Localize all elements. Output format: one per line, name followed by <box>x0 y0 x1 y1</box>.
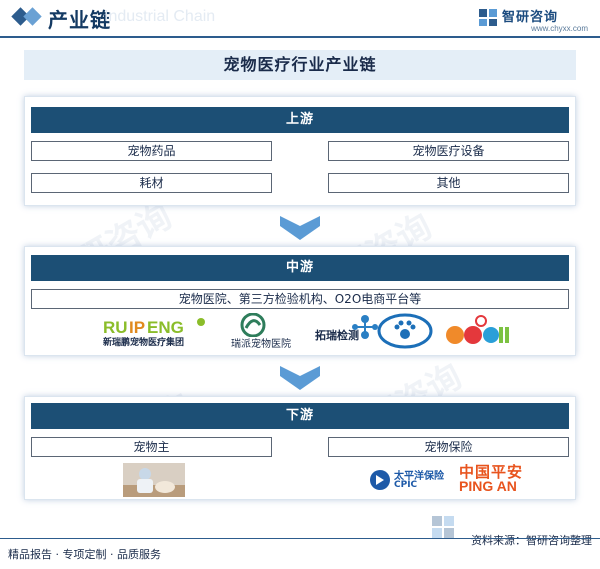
ruipai-logo-name: 瑞派宠物医院 <box>231 339 291 350</box>
boqii-logo-icon <box>446 315 509 344</box>
pingan-logo: 中国平安 PING AN <box>459 461 539 495</box>
upstream-item: 耗材 <box>31 173 272 193</box>
ruipai-logo-mark-icon <box>240 312 266 338</box>
cpic-logo-name: 太平洋保险 <box>394 471 444 482</box>
pingan-logo-subtitle: PING AN <box>459 478 517 494</box>
diamond-icon <box>23 7 42 26</box>
pet-owner-photo <box>123 463 185 497</box>
downstream-item: 宠物保险 <box>328 437 569 457</box>
brand-url: www.chyxx.com <box>531 24 588 33</box>
paw-app-logo-icon <box>377 313 433 349</box>
upstream-panel: 上游 宠物药品 宠物医疗设备 耗材 其他 <box>24 96 576 206</box>
downstream-panel: 下游 宠物主 宠物保险 太平洋保险 CPIC 中国平安 PING AN <box>24 396 576 500</box>
footer-brand-watermark-icon <box>432 516 454 538</box>
page-header: 产业链 Industrial Chain 智研咨询 www.chyxx.com <box>0 0 600 36</box>
svg-text:IP: IP <box>129 318 145 337</box>
svg-text:ENG: ENG <box>147 318 184 337</box>
tuorui-logo-name: 拓瑞检测 <box>315 329 359 342</box>
footer-tagline: 精品报告 · 专项定制 · 品质服务 <box>8 548 161 561</box>
source-note: 资料来源：智研咨询整理 <box>471 534 592 547</box>
brand-mark-icon <box>479 9 497 26</box>
ruipai-logo: 瑞派宠物医院 <box>231 312 305 350</box>
midstream-item: 宠物医院、第三方检验机构、O2O电商平台等 <box>31 289 569 309</box>
tuorui-logo: 拓瑞检测 <box>315 311 395 349</box>
upstream-item: 宠物药品 <box>31 141 272 161</box>
header-watermark: Industrial Chain <box>104 8 216 25</box>
ruipeng-logo-subtitle: 新瑞鹏宠物医疗集团 <box>103 338 185 348</box>
midstream-header: 中游 <box>31 255 569 281</box>
tuorui-logo-mark-icon <box>352 315 378 339</box>
pingan-logo-name: 中国平安 <box>459 463 524 481</box>
brand-logo: 智研咨询 www.chyxx.com <box>478 4 588 34</box>
footer-divider <box>0 538 600 539</box>
ruipeng-logo-mark-icon: RU IP ENG <box>103 318 205 337</box>
cpic-logo-mark-icon <box>370 470 390 490</box>
brand-name: 智研咨询 <box>502 10 559 25</box>
header-divider <box>0 36 600 38</box>
upstream-header: 上游 <box>31 107 569 133</box>
cpic-logo-subtitle: CPIC <box>394 480 418 490</box>
cpic-logo: 太平洋保险 CPIC <box>369 467 459 493</box>
midstream-panel: 中游 宠物医院、第三方检验机构、O2O电商平台等 RU IP ENG 新瑞鹏宠物… <box>24 246 576 356</box>
flow-arrow-icon <box>280 216 320 240</box>
upstream-item: 宠物医疗设备 <box>328 141 569 161</box>
flow-arrow-icon <box>280 366 320 390</box>
upstream-item: 其他 <box>328 173 569 193</box>
svg-text:RU: RU <box>103 318 128 337</box>
page-title: 产业链 <box>48 8 111 32</box>
downstream-header: 下游 <box>31 403 569 429</box>
diagram-title: 宠物医疗行业产业链 <box>24 50 576 80</box>
downstream-item: 宠物主 <box>31 437 272 457</box>
ruipeng-logo: RU IP ENG 新瑞鹏宠物医疗集团 <box>101 315 213 349</box>
